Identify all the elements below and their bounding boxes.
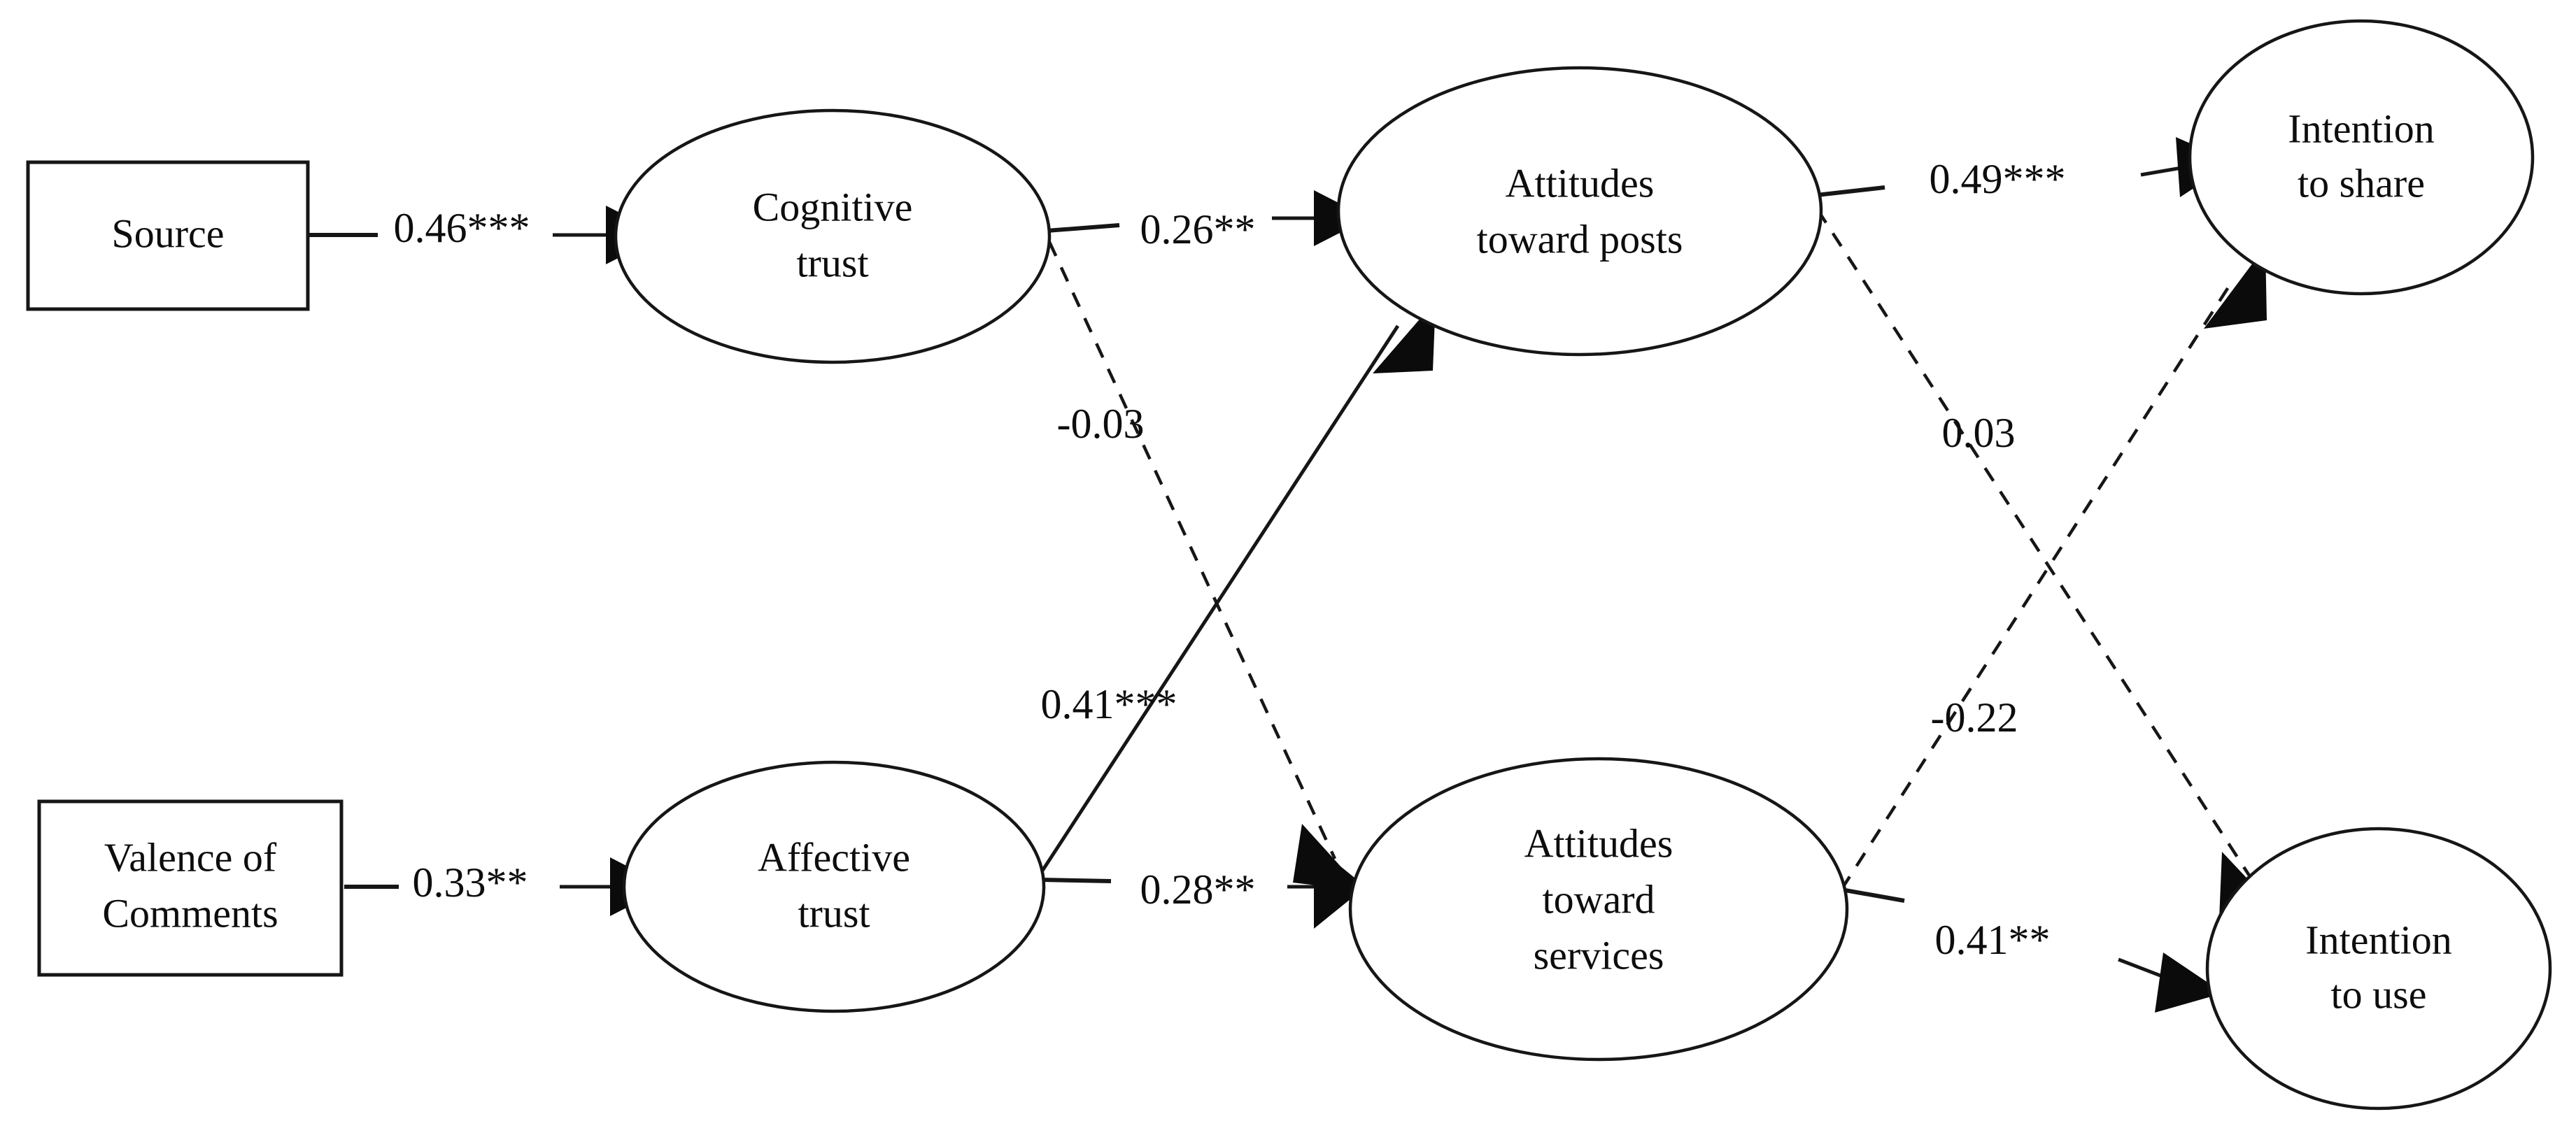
path-attitudes-services-to-intention-use[interactable] xyxy=(1841,887,2223,1013)
node-attitudes-toward-posts[interactable]: Attitudes toward posts xyxy=(1336,66,1823,357)
coefficient-label-affective-to-services: 0.28** xyxy=(1140,866,1256,913)
path-cognitive-trust-to-attitudes-services[interactable] xyxy=(1047,241,1363,891)
attitudes-posts-label-line2: toward posts xyxy=(1477,216,1683,262)
coefficient-label-posts-to-share: 0.49*** xyxy=(1930,156,2066,202)
cognitive-trust-ellipse xyxy=(614,108,1052,364)
path-affective-trust-to-attitudes-services[interactable] xyxy=(1040,845,1366,929)
coefficient-label-valence-to-affective: 0.33** xyxy=(413,859,528,906)
valence-label-line1: Valence of xyxy=(104,834,277,880)
attitudes-services-label-line1: Attitudes xyxy=(1524,820,1673,866)
arrowhead-into-attitudes-services xyxy=(1314,845,1366,929)
attitudes-services-ellipse xyxy=(1348,757,1849,1062)
coefficient-label-services-to-share: -0.22 xyxy=(1931,694,2018,741)
node-source[interactable]: Source xyxy=(26,160,310,311)
path-stub-cognitive-right xyxy=(1046,223,1120,233)
path-attitudes-services-to-intention-share[interactable] xyxy=(1840,246,2267,891)
node-intention-to-use[interactable]: Intention to use xyxy=(2205,827,2552,1111)
valence-label-line2: Comments xyxy=(102,890,278,936)
node-cognitive-trust[interactable]: Cognitive trust xyxy=(614,108,1052,364)
attitudes-posts-ellipse xyxy=(1336,66,1823,357)
attitudes-services-label-line3: services xyxy=(1534,932,1664,978)
source-box xyxy=(26,160,310,311)
cognitive-trust-label-line2: trust xyxy=(796,240,868,285)
node-intention-to-share[interactable]: Intention to share xyxy=(2188,19,2535,296)
arrowhead-into-intention-share-dashed xyxy=(2204,246,2267,329)
intention-share-label-line2: to share xyxy=(2298,160,2425,206)
path-segment-posts-to-use xyxy=(1816,208,2260,891)
intention-share-ellipse xyxy=(2188,19,2535,296)
path-stub-affective-right xyxy=(1040,878,1112,883)
coefficient-label-posts-to-use: 0.03 xyxy=(1942,410,2016,456)
intention-use-ellipse xyxy=(2205,827,2552,1111)
source-label: Source xyxy=(111,210,224,256)
path-stub-services-right xyxy=(1841,887,1905,903)
affective-trust-label-line1: Affective xyxy=(758,834,910,880)
node-valence-of-comments[interactable]: Valence of Comments xyxy=(37,799,344,977)
path-stub-posts-right xyxy=(1810,185,1885,198)
node-attitudes-toward-services[interactable]: Attitudes toward services xyxy=(1348,757,1849,1062)
valence-box xyxy=(37,799,344,977)
coefficient-label-cognitive-to-services: -0.03 xyxy=(1057,401,1145,447)
affective-trust-label-line2: trust xyxy=(798,890,870,936)
affective-trust-ellipse xyxy=(622,760,1046,1013)
coefficient-label-affective-to-posts: 0.41*** xyxy=(1041,681,1177,727)
intention-use-label-line2: to use xyxy=(2331,971,2427,1017)
attitudes-services-label-line2: toward xyxy=(1542,876,1655,922)
intention-use-label-line1: Intention xyxy=(2305,917,2451,962)
coefficient-label-cognitive-to-posts: 0.26** xyxy=(1140,206,1256,252)
path-segment-services-to-share xyxy=(1840,278,2235,891)
cognitive-trust-label-line1: Cognitive xyxy=(753,184,913,229)
node-affective-trust[interactable]: Affective trust xyxy=(622,760,1046,1013)
path-segment-cognitive-to-services xyxy=(1047,241,1337,859)
attitudes-posts-label-line1: Attitudes xyxy=(1506,160,1655,206)
path-segment-posts-to-share xyxy=(2140,166,2182,177)
path-segment-affective-to-posts xyxy=(1039,324,1400,874)
coefficient-label-source-to-cognitive: 0.46*** xyxy=(394,205,530,251)
intention-share-label-line1: Intention xyxy=(2288,106,2434,151)
path-affective-trust-to-attitudes-posts[interactable] xyxy=(1039,301,1436,874)
coefficient-label-services-to-use: 0.41** xyxy=(1935,917,2051,963)
arrowhead-into-intention-use xyxy=(2155,952,2223,1013)
